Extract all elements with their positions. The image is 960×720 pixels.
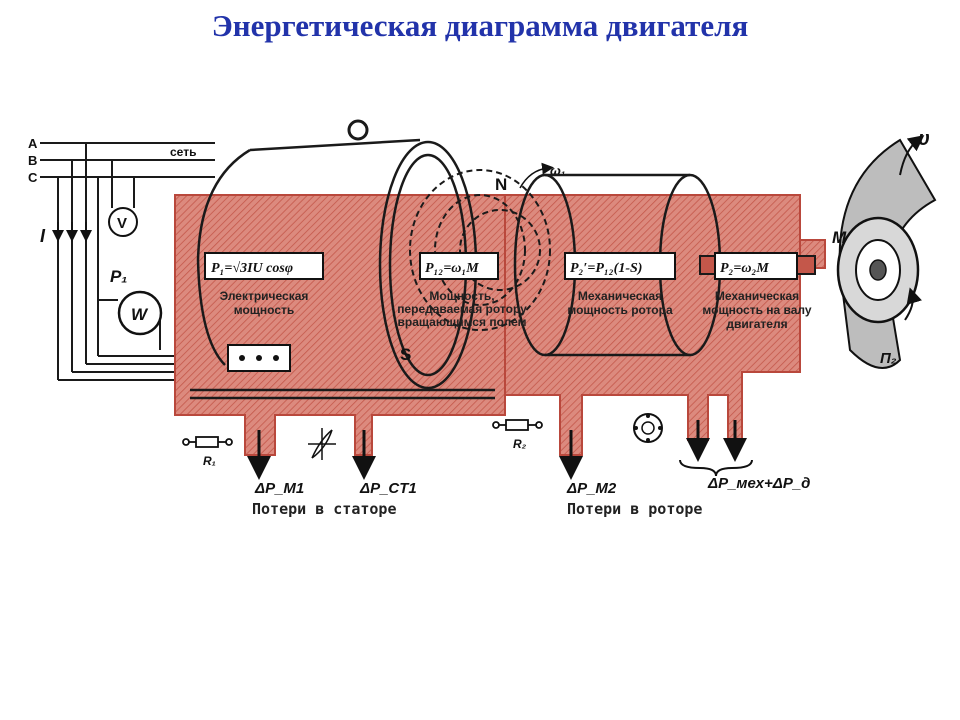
power-out-label: П₂	[880, 350, 897, 367]
shaft-power-caption-3: двигателя	[726, 317, 787, 331]
resistor-r2-label: R₂	[513, 437, 527, 451]
rotor-power-caption-2: мощность ротора	[567, 303, 673, 317]
loss-stator-core: ΔP_CT1	[359, 480, 417, 497]
pulley-belt	[836, 135, 937, 369]
hysteresis-icon	[308, 428, 336, 460]
power-in-label: P₁	[110, 267, 127, 286]
north-pole-label: N	[495, 175, 507, 194]
current-label: I	[40, 226, 46, 246]
network-label: сеть	[170, 145, 196, 159]
page-title: Энергетическая диаграмма двигателя	[211, 8, 749, 43]
shaft-power-formula-box	[714, 252, 798, 280]
rotor-power-caption-1: Механическая	[578, 289, 662, 303]
field-lines	[409, 169, 551, 331]
loss-group-stator: Потери в статоре	[252, 500, 397, 518]
field-power-caption-2: передаваемая ротору	[397, 302, 527, 316]
shaft-power-caption-1: Механическая	[715, 289, 799, 303]
resistor-r2-icon	[492, 419, 543, 431]
electric-power-caption-2: мощность	[234, 303, 295, 317]
current-arrows	[52, 222, 92, 242]
shaft-power-caption-2: мощность на валу	[702, 303, 811, 317]
bearing-icon	[633, 413, 663, 443]
field-power-formula: P₁₂=ω₁M	[425, 261, 479, 276]
field-power-formula-box	[419, 252, 499, 280]
loss-arrows	[247, 420, 747, 480]
voltmeter-icon	[108, 207, 138, 237]
electric-power-formula: P₁=√3IU cosφ	[211, 261, 293, 276]
resistor-r1-icon	[182, 436, 233, 448]
phase-b-label: B	[28, 153, 37, 168]
south-pole-label: S	[400, 345, 411, 364]
torque-label: M	[832, 228, 847, 247]
loss-rotor-copper: ΔP_M2	[566, 480, 617, 497]
wattmeter-label: W	[131, 305, 149, 324]
loss-stator-copper: ΔP_M1	[254, 480, 304, 497]
loss-brace	[679, 459, 753, 477]
electric-power-formula-box	[204, 252, 324, 280]
loss-mech-additional: ΔP_мех+ΔP_д	[707, 475, 810, 492]
voltmeter-label: V	[117, 215, 127, 232]
phase-a-label: A	[28, 136, 38, 151]
loss-group-rotor: Потери в роторе	[567, 500, 702, 518]
shaft-power-formula: P₂=ω₂M	[720, 261, 769, 276]
resistor-r1-label: R₁	[203, 454, 216, 468]
rotor-power-formula-box	[564, 252, 676, 280]
rotor-power-formula: P₂′=P₁₂(1-S)	[570, 261, 642, 276]
phase-c-label: C	[28, 170, 38, 185]
lifting-eye-icon	[347, 119, 369, 141]
wattmeter-icon	[117, 290, 163, 336]
field-power-caption-3: вращающимся полем	[398, 315, 527, 329]
velocity-label: υ	[918, 128, 930, 150]
electric-power-caption-1: Электрическая	[220, 289, 309, 303]
field-power-caption-1: Мощность,	[429, 289, 494, 303]
rotation-arrow-icon	[519, 162, 554, 189]
